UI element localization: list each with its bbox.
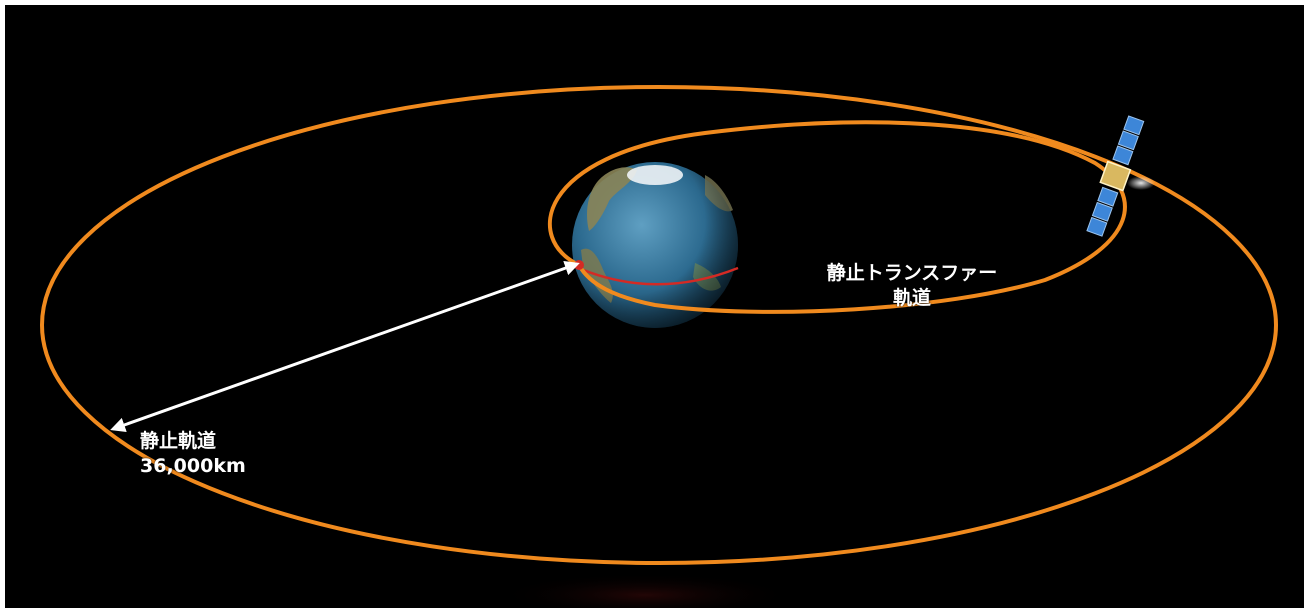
geo-orbit-altitude: 36,000km [140, 455, 246, 477]
geo-orbit-name: 静止軌道 [140, 430, 217, 452]
equator-line [575, 265, 739, 286]
geo-orbit-label: 静止軌道 36,000km [140, 429, 246, 479]
thruster-glow [1127, 176, 1155, 190]
geostationary-orbit [40, 85, 1278, 565]
bottom-glow [495, 573, 795, 608]
diagram-canvas [40, 85, 1278, 608]
satellite-icon [1086, 115, 1145, 237]
earth-icon [572, 162, 739, 328]
transfer-orbit-label-line2: 軌道 [892, 287, 931, 309]
orbit-diagram: 静止トランスファー 軌道 静止軌道 36,000km [5, 5, 1304, 608]
altitude-arrow [110, 260, 580, 433]
transfer-orbit-label-line1: 静止トランスファー [826, 262, 998, 284]
transfer-orbit-label: 静止トランスファー 軌道 [797, 261, 1027, 311]
